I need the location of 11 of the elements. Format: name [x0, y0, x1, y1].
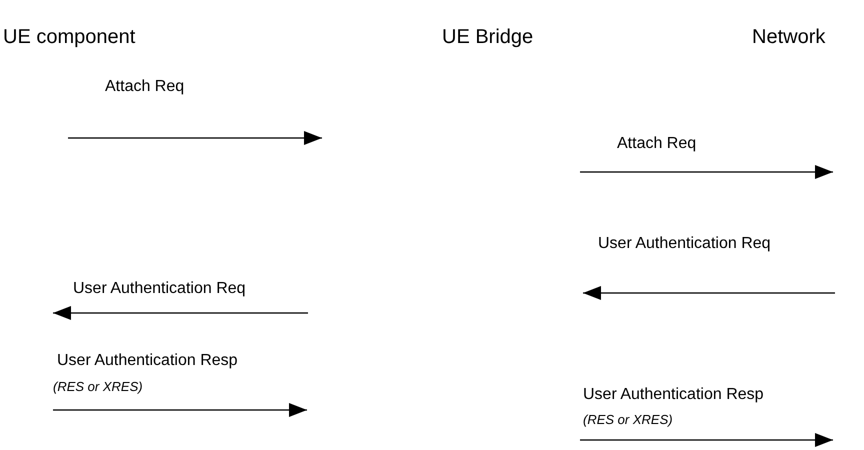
- message-label: User Authentication Resp: [57, 352, 238, 370]
- note-label: (RES or XRES): [583, 412, 673, 427]
- message-label: User Authentication Req: [73, 280, 246, 298]
- participant-label: Network: [752, 26, 826, 49]
- note-label: (RES or XRES): [53, 379, 143, 394]
- message-label: Attach Req: [105, 78, 184, 96]
- message-label: Attach Req: [617, 135, 696, 153]
- message-label: User Authentication Req: [598, 235, 771, 253]
- participant-label: UE component: [3, 26, 136, 49]
- message-label: User Authentication Resp: [583, 386, 764, 404]
- participant-label: UE Bridge: [442, 26, 534, 49]
